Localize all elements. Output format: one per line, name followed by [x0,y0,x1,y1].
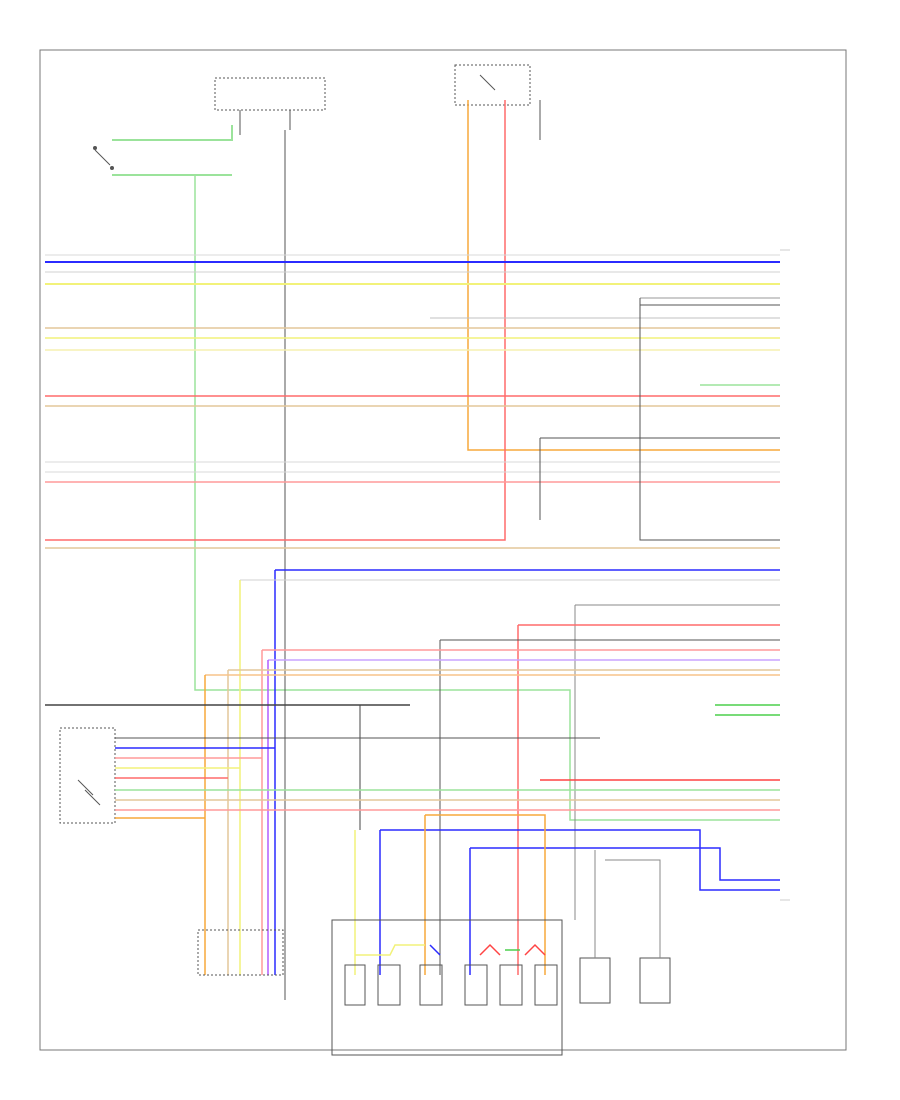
wire-orange-top [467,100,780,451]
wire-blue-module [429,944,441,956]
wire-gray-module [594,850,661,958]
module-6 [534,964,558,1006]
relay-block-top [214,77,326,135]
wire-orange-bottom [425,814,546,975]
module-5 [499,964,523,1006]
module-1 [344,964,366,1006]
wire-black-right-1 [639,298,780,541]
module-8 [639,957,671,1004]
module-4 [464,964,488,1006]
switch-top-center [454,64,531,106]
wire-yellow-module [355,944,425,956]
diagram-frame [39,49,847,1051]
sensor-block [59,727,116,824]
right-pin-column [780,249,790,901]
module-7 [579,957,611,1004]
wire-green-vertical [194,175,780,821]
wire-green-top [112,125,233,141]
module-3 [419,964,443,1006]
module-group [331,919,671,1056]
wire-blue-return-2 [469,847,780,975]
connector-bottom [197,929,284,976]
wire-red-module [479,943,546,956]
module-2 [377,964,401,1006]
wire-blue-return [379,829,780,975]
switch-top-left [93,146,114,170]
wire-red-top [45,100,506,541]
